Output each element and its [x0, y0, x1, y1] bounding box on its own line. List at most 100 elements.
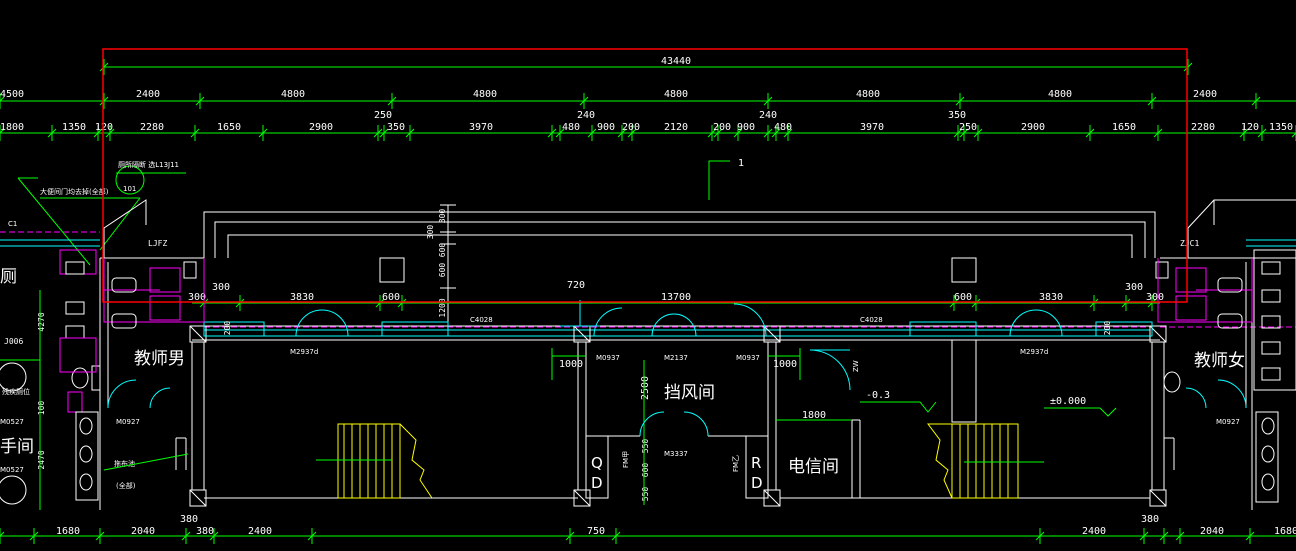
dim-row2-text: 200	[622, 122, 640, 133]
label-door-left: M2937d	[290, 348, 318, 356]
dim-row2-text: 2120	[664, 122, 688, 133]
dim-row2-upper-text: 240	[577, 110, 595, 121]
dim-row2-upper-text: 350	[948, 110, 966, 121]
dim-wall-text: 3830	[290, 292, 314, 303]
dim-interior-text: 200	[223, 321, 232, 336]
dim-row2-text: 250	[959, 122, 977, 133]
dim-row2-text: 1350	[1269, 122, 1293, 133]
dim-row2-upper-text: 240	[759, 110, 777, 121]
dim-vertical-text: 300	[438, 209, 447, 224]
dim-row2-text: 350	[387, 122, 405, 133]
dim-row2-upper-text: 250	[374, 110, 392, 121]
label-door-m0937-right: M0937	[736, 354, 760, 362]
dim-interior-text: 1800	[802, 410, 826, 421]
dim-row1: 4500 2400 4800 4800 4800 4800 4800 2400	[0, 89, 1217, 100]
label-window-left: C4028	[470, 316, 493, 324]
label-window-right: C4028	[860, 316, 883, 324]
main-wall	[0, 231, 1296, 341]
selection-rectangle[interactable]	[102, 48, 1188, 303]
detail-reference[interactable]: 厕所隔断 选L13J11 101 大便间门均去掉(全部)	[17, 160, 186, 266]
dim-vertical-text: 550	[641, 487, 650, 502]
dim-row1-text: 2400	[1193, 89, 1217, 100]
dim-row2-text: 3970	[860, 122, 884, 133]
dim-row1-text: 4800	[664, 89, 688, 100]
component-labels: C1 LJFZ ZJC1 C4028 C4028 M2937d M2937d M…	[0, 220, 1240, 490]
dim-row2-text: 480	[562, 122, 580, 133]
label-door-m0527-b: M0527	[0, 466, 24, 474]
dim-wall-text: 720	[567, 280, 585, 291]
dim-row2-text: 2900	[1021, 122, 1045, 133]
room-restroom-partial: 厕	[0, 267, 17, 287]
label-j006: J006	[4, 337, 23, 346]
dim-wall-text: 300	[1146, 292, 1164, 303]
label-door-m2137: M2137	[664, 354, 688, 362]
label-door-m3337: M3337	[664, 450, 688, 458]
dim-row2-text: 120	[1241, 122, 1259, 133]
dim-vertical-text: 300	[426, 225, 435, 240]
dim-wall-text: 600	[954, 292, 972, 303]
label-fm1: FM甲	[622, 451, 630, 468]
dim-bottom-text: 380	[1141, 514, 1159, 525]
dim-vertical-text: 2500	[640, 376, 651, 400]
dim-bottom-text: 2040	[131, 526, 155, 537]
label-ljfz: LJFZ	[148, 239, 167, 248]
level-mark: ±0.000	[1050, 396, 1086, 407]
room-disabled-stall: 残疾厕位	[2, 387, 30, 396]
dimension-tick	[0, 128, 5, 134]
dim-vertical-text: 1200	[438, 298, 447, 317]
dimension-tick	[0, 96, 5, 102]
dim-wall-top: 300 300 3830 600 720 13700 600 3830 300 …	[188, 280, 1164, 304]
interior-dims: 1000 1000 1800 -0.3 ±0.000 200 200	[223, 321, 1117, 421]
label-zw: ZW	[852, 360, 860, 372]
section-mark-number: 1	[738, 158, 744, 169]
dim-overall: 43440	[661, 56, 691, 67]
dim-bottom-text: 1680	[1274, 526, 1296, 537]
dim-row2-upper: 250 240 240 350	[374, 110, 966, 121]
roof-outline	[103, 199, 1296, 330]
dim-wall-text: 300	[1125, 282, 1143, 293]
dim-vertical-text: 550	[641, 439, 650, 454]
dim-bottom-text: 1680	[56, 526, 80, 537]
dim-vertical-text: 100	[37, 401, 46, 416]
dim-wall-text: 600	[382, 292, 400, 303]
dim-row2-text: 900	[737, 122, 755, 133]
label-mop-sink: 拖布池	[114, 459, 135, 468]
dimension-tick	[0, 531, 5, 537]
dim-row1-text: 2400	[136, 89, 160, 100]
dim-wall-text: 300	[212, 282, 230, 293]
stairs-left	[316, 423, 433, 499]
room-q: Q	[591, 454, 603, 472]
room-names: 教师男 教师女 挡风间 电信间 厕 手间 残疾厕位 Q D R D	[0, 267, 1245, 492]
label-door-right: M2937d	[1020, 348, 1048, 356]
label-door-m0527-a: M0527	[0, 418, 24, 426]
dim-bottom-text: 2400	[1082, 526, 1106, 537]
detail-ref-number: 101	[123, 185, 136, 193]
dim-row2-text: 1350	[62, 122, 86, 133]
dim-row1-text: 4800	[473, 89, 497, 100]
dim-vertical: 300 300 600 600 1200 4270 100 2470 2500 …	[37, 209, 651, 510]
dim-row2-text: 900	[597, 122, 615, 133]
label-zjc1: ZJC1	[1180, 239, 1199, 248]
label-mop-sink-sub: (全部)	[116, 481, 136, 490]
dim-row2-text: 1650	[217, 122, 241, 133]
room-handwash-partial: 手间	[0, 437, 34, 457]
dim-bottom: 1680 2040 380 380 2400 750 2400 380 2040…	[56, 514, 1296, 537]
dim-bottom-text: 380	[196, 526, 214, 537]
dim-row1-text: 4800	[1048, 89, 1072, 100]
label-door-m0927-left: M0927	[116, 418, 140, 426]
dim-row2-text: 2280	[140, 122, 164, 133]
section-mark[interactable]: 1	[708, 158, 744, 200]
room-wind-lobby: 挡风间	[664, 383, 715, 403]
detail-ref-text: 厕所隔断 选L13J11	[118, 160, 179, 169]
dim-interior-text: 200	[1103, 321, 1112, 336]
room-d1: D	[591, 474, 603, 492]
dim-interior-text: 1000	[559, 359, 583, 370]
windows-doors	[0, 239, 1296, 437]
dim-vertical-text: 600	[641, 463, 650, 478]
room-telecom: 电信间	[788, 457, 839, 477]
dim-wall-text: 3830	[1039, 292, 1063, 303]
dim-wall-text: 13700	[661, 292, 691, 303]
dim-vertical-text: 4270	[37, 312, 46, 331]
door-note: 大便间门均去掉(全部)	[40, 187, 109, 196]
